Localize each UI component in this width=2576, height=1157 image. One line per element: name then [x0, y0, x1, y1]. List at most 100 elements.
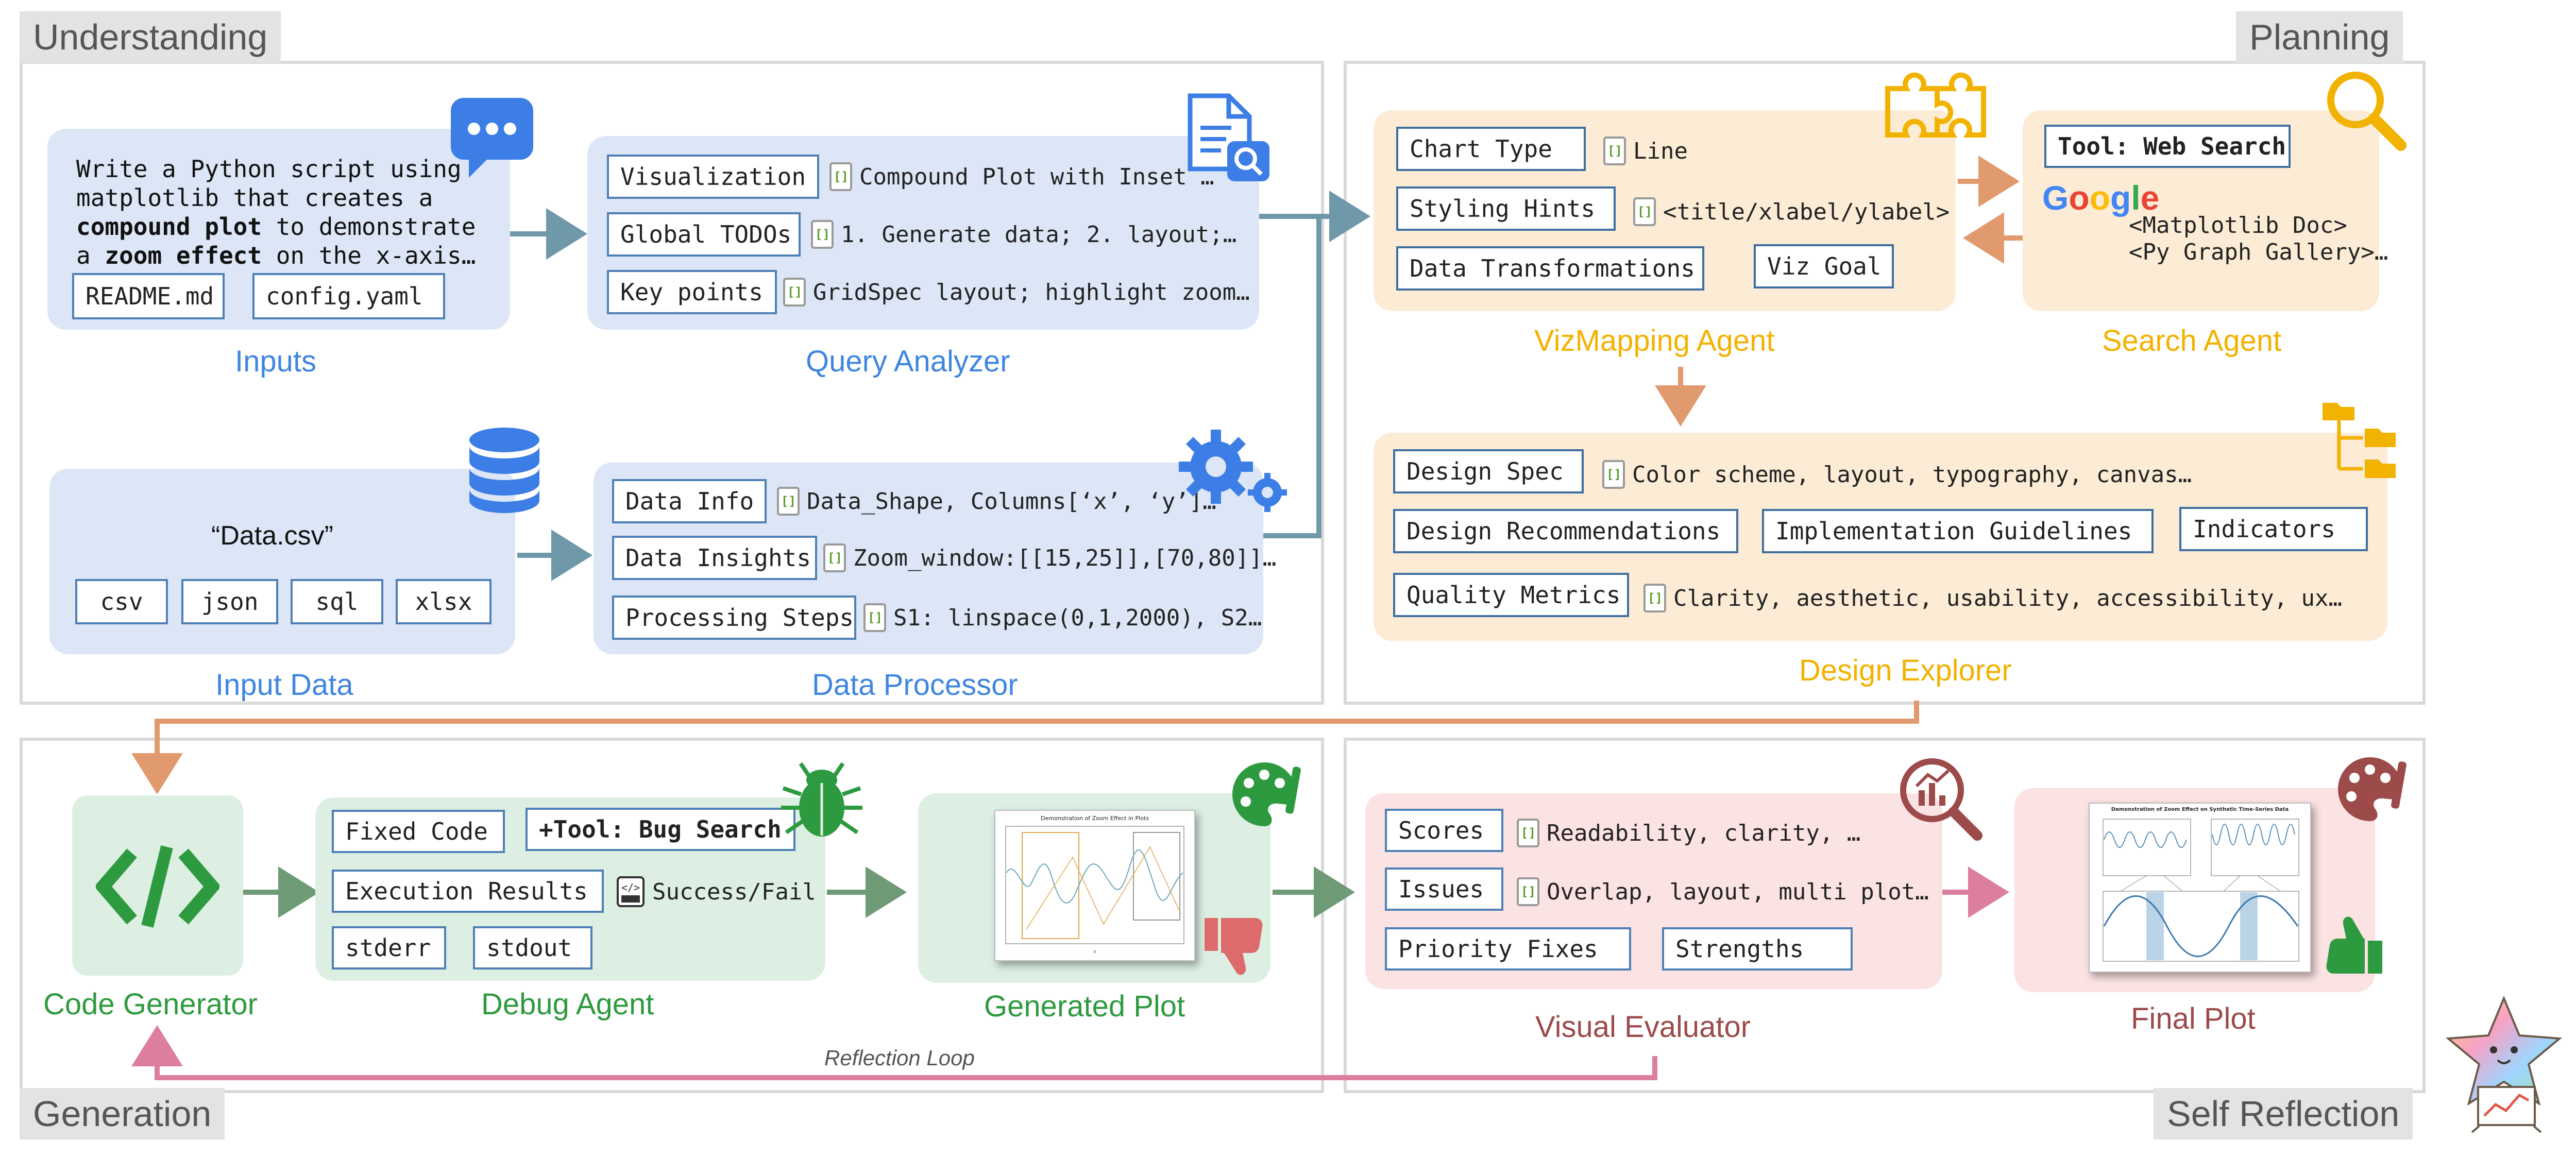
format-csv[interactable]: csv — [75, 579, 168, 624]
visual-evaluator-title: Visual Evaluator — [1535, 1010, 1751, 1044]
design-tag-guidelines: Implementation Guidelines — [1762, 509, 2154, 553]
query-value-global-todos: 1. Generate data; 2. layout;… — [811, 218, 1236, 250]
json-file-icon — [783, 278, 806, 307]
json-file-icon — [777, 487, 800, 516]
viz-value-chart-type-text: Line — [1633, 138, 1688, 164]
viz-tag-data-transformations: Data Transformations — [1396, 246, 1704, 291]
section-label-self-reflection: Self Reflection — [2154, 1088, 2413, 1139]
google-letter-g: G — [2042, 179, 2069, 217]
debug-value-execution-text: Success/Fail — [652, 878, 816, 905]
inputs-title: Inputs — [235, 345, 316, 378]
processor-tag-data-insights: Data Insights — [612, 536, 817, 580]
design-value-spec: Color scheme, layout, typography, canvas… — [1602, 458, 2192, 490]
file-config[interactable]: config.yaml — [252, 273, 445, 319]
final-plot-preview: Demonstration of Zoom Effect on Syntheti… — [2103, 807, 2299, 962]
input-data-title: Input Data — [215, 668, 353, 702]
prompt-text-part1: Write a Python script using matplotlib t… — [76, 155, 462, 212]
debug-tag-stderr: stderr — [332, 926, 446, 969]
data-processor-title: Data Processor — [812, 668, 1018, 702]
svg-text:</>: </> — [621, 881, 640, 894]
processor-tag-processing-steps: Processing Steps — [612, 595, 856, 640]
viz-value-chart-type: Line — [1603, 135, 1688, 167]
vizmapping-title: VizMapping Agent — [1534, 324, 1775, 358]
thumbs-down-icon — [1205, 918, 1263, 975]
viz-tag-viz-goal: Viz Goal — [1754, 244, 1894, 288]
query-tag-key-points: Key points — [607, 270, 777, 314]
json-file-icon — [1517, 877, 1539, 906]
google-letter-o1: o — [2069, 179, 2090, 217]
query-value-key-points-text: GridSpec layout; highlight zoom… — [813, 279, 1250, 305]
generated-plot-preview: Demonstration of Zoom Effect in Plots x — [1005, 815, 1184, 955]
design-tag-spec: Design Spec — [1393, 449, 1584, 494]
code-icon — [96, 845, 219, 928]
prompt-bold-zoom-effect: zoom effect — [105, 242, 262, 269]
processor-value-processing-steps: S1: linspace(0,1,2000), S2… — [863, 602, 1262, 634]
prompt-text-part3: on the x-axis… — [262, 242, 476, 269]
file-readme[interactable]: README.md — [72, 273, 225, 319]
folder-tree-icon — [2323, 403, 2396, 478]
json-file-icon — [811, 220, 834, 249]
google-letter-e: e — [2140, 179, 2160, 217]
prompt-text-part2: to demonstrate a — [76, 213, 476, 269]
generated-plot-thumb-title: Demonstration of Zoom Effect in Plots — [1041, 815, 1149, 822]
processor-tag-data-info: Data Info — [612, 479, 767, 523]
data-filename: “Data.csv” — [211, 521, 333, 551]
debug-tag-bug-search: +Tool: Bug Search — [526, 808, 795, 851]
final-plot-thumb-title: Demonstration of Zoom Effect on Syntheti… — [2111, 807, 2289, 812]
format-json[interactable]: json — [181, 579, 278, 624]
processor-value-data-info: Data_Shape, Columns[‘x’, ‘y’]… — [777, 485, 1216, 517]
design-tag-indicators: Indicators — [2179, 507, 2368, 551]
query-value-visualization-text: Compound Plot with Inset … — [859, 163, 1214, 190]
prompt-bold-compound-plot: compound plot — [76, 213, 262, 241]
json-file-icon — [823, 543, 846, 572]
generated-plot-title: Generated Plot — [984, 990, 1185, 1023]
format-sql[interactable]: sql — [291, 579, 383, 624]
palette-icon — [1232, 762, 1301, 826]
design-explorer-title: Design Explorer — [1799, 654, 2012, 687]
format-xlsx[interactable]: xlsx — [396, 579, 492, 624]
design-value-spec-text: Color scheme, layout, typography, canvas… — [1632, 461, 2192, 488]
star-mascot-icon — [2445, 995, 2563, 1133]
query-value-key-points: GridSpec layout; highlight zoom… — [783, 276, 1250, 308]
json-file-icon — [1517, 819, 1539, 847]
json-file-icon — [1602, 460, 1625, 489]
arrow-reflection-loop — [131, 1025, 1657, 1080]
design-value-quality-metrics-text: Clarity, aesthetic, usability, accessibi… — [1673, 585, 2343, 611]
eval-value-issues-text: Overlap, layout, multi plot… — [1547, 878, 1929, 905]
design-tag-recommendations: Design Recommendations — [1393, 509, 1738, 553]
planning-panel — [1344, 61, 2426, 705]
section-label-planning: Planning — [2236, 11, 2403, 63]
final-plot-title: Final Plot — [2131, 1002, 2256, 1035]
final-plot-thumbnail: Demonstration of Zoom Effect on Syntheti… — [2089, 803, 2311, 973]
viz-tag-chart-type: Chart Type — [1396, 127, 1586, 171]
json-file-icon — [1643, 584, 1666, 612]
json-file-icon — [863, 603, 886, 632]
google-letter-o2: o — [2089, 179, 2110, 217]
query-analyzer-title: Query Analyzer — [806, 345, 1010, 378]
query-tag-visualization: Visualization — [607, 155, 819, 199]
json-file-icon — [829, 162, 852, 191]
chat-bubble-icon — [451, 98, 533, 178]
understanding-panel — [20, 61, 1324, 705]
query-value-global-todos-text: 1. Generate data; 2. layout;… — [841, 221, 1237, 248]
arrow-processor-to-planning — [1262, 216, 1321, 538]
design-tag-quality-metrics: Quality Metrics — [1393, 573, 1629, 617]
debug-agent-title: Debug Agent — [481, 988, 654, 1021]
reflection-loop-label: Reflection Loop — [824, 1046, 975, 1070]
palette-icon — [2337, 757, 2406, 821]
json-file-icon — [1633, 197, 1656, 226]
debug-value-execution: </> Success/Fail — [616, 876, 816, 908]
google-logo: Google — [2042, 178, 2159, 217]
eval-value-issues: Overlap, layout, multi plot… — [1517, 876, 1929, 908]
viz-value-styling-hints-text: <title/xlabel/ylabel> — [1663, 198, 1950, 225]
prompt-text: Write a Python script using matplotlib t… — [76, 155, 476, 270]
viz-tag-styling-hints: Styling Hints — [1396, 186, 1616, 231]
viz-value-styling-hints: <title/xlabel/ylabel> — [1633, 196, 1950, 228]
processor-value-data-info-text: Data_Shape, Columns[‘x’, ‘y’]… — [807, 488, 1216, 515]
generated-plot-thumbnail: Demonstration of Zoom Effect in Plots x — [994, 810, 1195, 961]
bug-icon — [781, 762, 862, 837]
design-value-quality-metrics: Clarity, aesthetic, usability, accessibi… — [1643, 582, 2342, 614]
database-icon — [469, 428, 539, 513]
google-letter-g2: g — [2110, 179, 2131, 217]
